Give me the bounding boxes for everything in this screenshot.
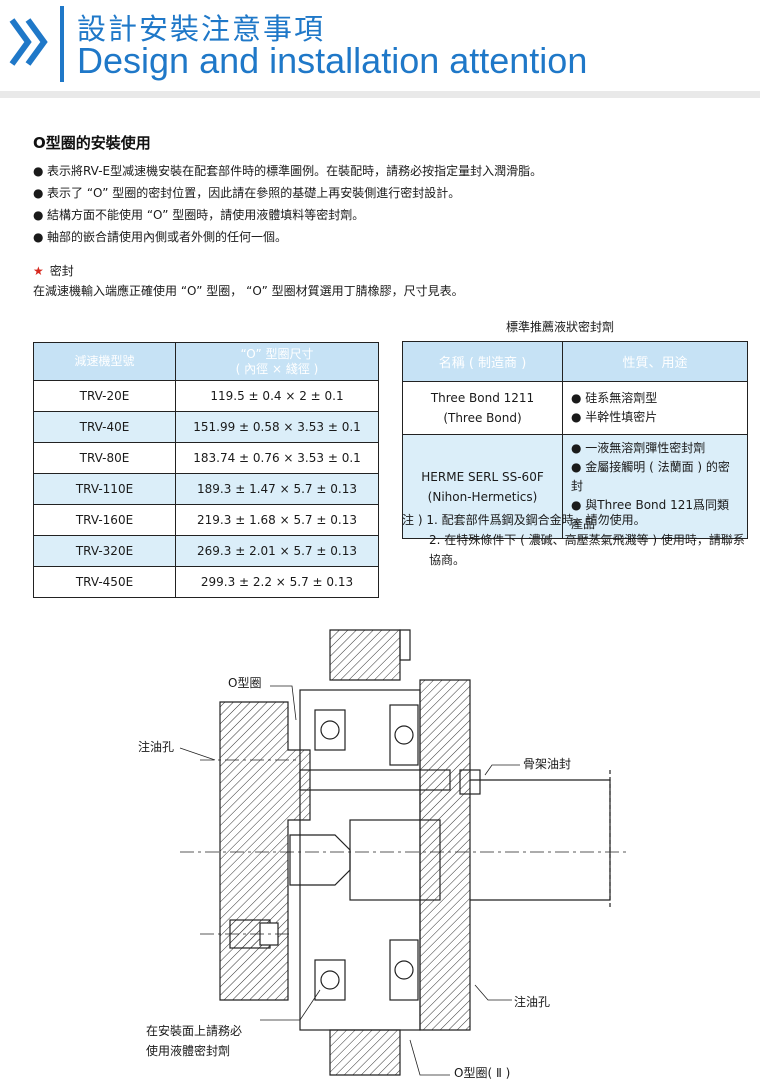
label-install-note-2: 使用液體密封劑 bbox=[146, 1044, 231, 1058]
chevron-right-icon bbox=[9, 18, 48, 66]
column-header-size: “O” 型圈尺寸( 內徑 × 綫徑 ) bbox=[175, 342, 379, 381]
table-row: Three Bond 1211(Three Bond) ● 硅系無溶劑型● 半幹… bbox=[402, 381, 748, 435]
sealant-table-caption: 標準推薦液狀密封劑 bbox=[506, 320, 615, 334]
list-item: ●表示將RV-E型减速機安裝在配套部件時的標準圖例。在裝配時，請務必按指定量封入… bbox=[33, 164, 543, 178]
star-icon: ★ bbox=[33, 264, 44, 278]
table-row: HERME SERL SS-60F(Nihon-Hermetics) ● 一液無… bbox=[402, 434, 748, 539]
label-oil-seal: 骨架油封 bbox=[523, 757, 572, 771]
column-header-property: 性質、用途 bbox=[562, 341, 748, 382]
column-header-name: 名稱 ( 制造商 ) bbox=[402, 341, 563, 382]
page-title-cn: 設計安裝注意事項 bbox=[77, 12, 326, 46]
oring-section-heading: O型圈的安裝使用 bbox=[33, 134, 151, 152]
seal-description: 在減速機輸入端應正確使用 “O” 型圈， “O” 型圈材質選用丁腈橡膠，尺寸見表… bbox=[33, 284, 464, 298]
list-item: ●結構方面不能使用 “O” 型圈時，請使用液體填料等密封劑。 bbox=[33, 208, 365, 222]
page-title-en: Design and installation attention bbox=[77, 40, 588, 81]
notes: 注 ) 1. 配套部件爲鋼及鋼合金時，請勿使用。 2. 在特殊條件下 ( 濃碱、… bbox=[402, 513, 745, 567]
installation-cross-section-drawing bbox=[179, 629, 630, 1076]
label-oil-hole-right: 注油孔 bbox=[514, 995, 551, 1009]
label-oring-2: O型圈( Ⅱ ) bbox=[454, 1066, 511, 1080]
label-oil-hole-left: 注油孔 bbox=[138, 740, 175, 754]
header-divider bbox=[0, 91, 760, 98]
sealant-table: 名稱 ( 制造商 ) 性質、用途 Three Bond 1211(Three B… bbox=[402, 341, 748, 539]
label-oring: O型圈 bbox=[228, 676, 262, 690]
list-item: ●軸部的嵌合請使用內側或者外側的任何一個。 bbox=[33, 230, 288, 244]
list-item: ●表示了 “O” 型圈的密封位置，因此請在參照的基礎上再安裝側進行密封設計。 bbox=[33, 186, 461, 200]
seal-heading: ★密封 bbox=[33, 264, 74, 278]
oring-bullet-list: ●表示將RV-E型减速機安裝在配套部件時的標準圖例。在裝配時，請務必按指定量封入… bbox=[33, 160, 542, 248]
label-install-note-1: 在安裝面上請務必 bbox=[146, 1024, 243, 1038]
column-header-model: 減速機型號 bbox=[33, 342, 176, 381]
title-accent-bar bbox=[60, 6, 64, 82]
